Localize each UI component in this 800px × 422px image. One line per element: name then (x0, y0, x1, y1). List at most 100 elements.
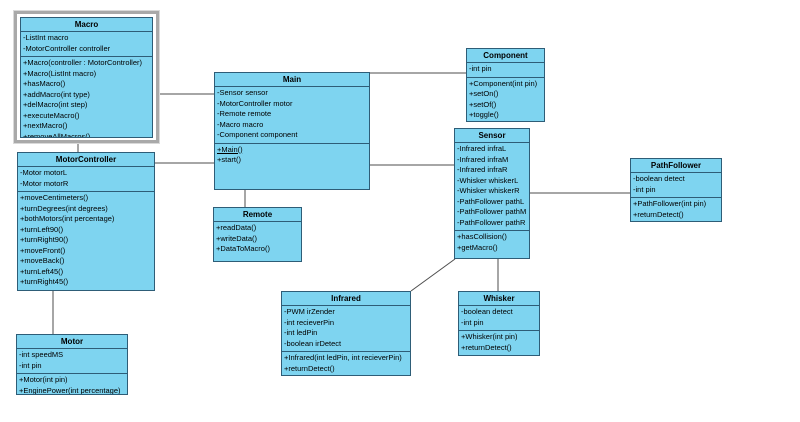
class-title: Whisker (483, 294, 515, 303)
member-row: +returnDetect() (284, 363, 335, 373)
member-row: +readData() (216, 223, 257, 232)
class-attributes: -int pin (467, 62, 544, 77)
member-row: -boolean detect (461, 307, 513, 316)
member-row: +moveCentimeters() (20, 193, 89, 202)
member-row: +turnRight90() (20, 235, 69, 244)
class-box-whisker[interactable]: Whisker -boolean detect-int pin +Whisker… (458, 291, 540, 356)
member-row: +toggle() (469, 110, 499, 119)
class-title: Component (483, 51, 528, 60)
member-row: +getMacro() (457, 242, 498, 252)
class-box-motorcontroller[interactable]: MotorController -Motor motorL-Motor moto… (17, 152, 155, 291)
class-box-pathfollower[interactable]: PathFollower -boolean detect-int pin +Pa… (630, 158, 722, 222)
member-row: +PathFollower(int pin) (633, 199, 707, 208)
member-row: +moveBack() (20, 256, 65, 265)
member-row: -int pin (633, 184, 656, 194)
member-row: -PWM irZender (284, 307, 335, 316)
class-box-component[interactable]: Component -int pin +Component(int pin)+s… (466, 48, 545, 122)
member-row: +writeData() (216, 233, 258, 243)
member-row: +Motor(int pin) (19, 375, 68, 384)
member-row: +returnDetect() (633, 209, 684, 219)
member-row: +nextMacro() (23, 121, 68, 130)
class-box-sensor[interactable]: Sensor -Infrared infraL-Infrared infraM-… (454, 128, 530, 259)
class-attributes: -PWM irZender-int recieverPin-int ledPin… (282, 305, 410, 351)
class-title: Motor (60, 337, 84, 346)
class-methods: +Macro(controller : MotorController)+Mac… (21, 56, 152, 137)
class-attributes: -Infrared infraL-Infrared infraM-Infrare… (455, 142, 529, 230)
member-row: +turnLeft90() (20, 224, 64, 234)
class-title: Macro (74, 20, 99, 29)
member-row: +moveFront() (20, 245, 66, 255)
member-row: -Sensor sensor (217, 88, 268, 97)
member-row: +turnRight45() (20, 277, 69, 286)
member-row: -Component component (217, 130, 298, 139)
member-row: -PathFollower pathM (457, 207, 527, 216)
class-attributes: -ListInt macro-MotorController controlle… (21, 31, 152, 56)
class-methods: +Component(int pin)+setOn()+setOf()+togg… (467, 76, 544, 122)
member-row: +turnLeft45() (20, 266, 64, 276)
member-row: +start() (217, 155, 241, 164)
member-row: +Macro(controller : MotorController) (23, 58, 142, 67)
member-row: +addMacro(int type) (23, 89, 90, 99)
member-row: -int recieverPin (284, 317, 335, 327)
member-row: -int ledPin (284, 328, 318, 337)
member-row: -PathFollower pathR (457, 217, 526, 227)
class-title: Sensor (478, 131, 506, 140)
member-row: -ListInt macro (23, 33, 69, 42)
member-row: +Whisker(int pin) (461, 332, 518, 341)
class-methods: +moveCentimeters()+turnDegrees(int degre… (18, 191, 154, 290)
member-row: +delMacro(int step) (23, 100, 88, 109)
member-row: +Component(int pin) (469, 78, 538, 88)
member-row: -Whisker whiskerL (457, 175, 519, 185)
member-row: -int pin (19, 360, 42, 370)
class-methods: +Main()+start() (215, 142, 369, 168)
member-row: +returnDetect() (461, 342, 512, 352)
member-row: +setOn() (469, 89, 499, 98)
member-row: -Motor motorR (20, 178, 69, 188)
class-title: MotorController (55, 155, 117, 164)
class-title: PathFollower (650, 161, 702, 170)
class-methods: +Infrared(int ledPin, int recieverPin)+r… (282, 351, 410, 375)
class-attributes: -boolean detect-int pin (459, 305, 539, 330)
class-methods: +Motor(int pin)+EnginePower(int percenta… (17, 373, 127, 395)
member-row: -Infrared infraM (457, 154, 509, 164)
class-attributes: -Motor motorL-Motor motorR (18, 166, 154, 191)
member-row: -Remote remote (217, 109, 272, 118)
member-row: +EnginePower(int percentage) (19, 385, 121, 395)
class-box-remote[interactable]: Remote +readData()+writeData()+DataToMac… (213, 207, 302, 262)
class-methods: +hasCollision()+getMacro() (455, 230, 529, 255)
member-row: +hasMacro() (23, 79, 66, 88)
member-row: -int speedMS (19, 350, 64, 359)
member-row: +Macro(ListInt macro) (23, 68, 97, 78)
class-box-infrared[interactable]: Infrared -PWM irZender-int recieverPin-i… (281, 291, 411, 376)
member-row: -int pin (469, 64, 492, 73)
member-row: -boolean detect (633, 174, 685, 183)
member-row: +Infrared(int ledPin, int recieverPin) (284, 353, 402, 362)
member-row: -int pin (461, 317, 484, 327)
connector-sensor-infrared[interactable] (410, 258, 456, 292)
member-row: -MotorController motor (217, 98, 293, 108)
class-box-macro[interactable]: Macro -ListInt macro-MotorController con… (20, 17, 153, 138)
member-row: +bothMotors(int percentage) (20, 214, 115, 223)
class-attributes: -Sensor sensor-MotorController motor-Rem… (215, 86, 369, 143)
class-methods: +Whisker(int pin)+returnDetect() (459, 330, 539, 355)
member-row: -MotorController controller (23, 43, 111, 53)
class-box-main[interactable]: Main -Sensor sensor-MotorController moto… (214, 72, 370, 190)
class-title: Remote (242, 210, 273, 219)
member-row: -Whisker whiskerR (457, 186, 520, 195)
member-row: +turnDegrees(int degrees) (20, 203, 108, 213)
member-row: +Main() (217, 144, 243, 154)
member-row: -PathFollower pathL (457, 196, 525, 206)
class-attributes: -int speedMS-int pin (17, 348, 127, 373)
selection-frame (13, 10, 160, 144)
member-row: -Motor motorL (20, 168, 68, 177)
member-row: +executeMacro() (23, 110, 80, 120)
member-row: +DataToMacro() (216, 244, 270, 253)
class-title: Main (282, 75, 302, 84)
member-row: -Infrared infraL (457, 144, 507, 153)
member-row: +hasCollision() (457, 232, 507, 241)
class-box-motor[interactable]: Motor -int speedMS-int pin +Motor(int pi… (16, 334, 128, 395)
member-row: -Infrared infraR (457, 165, 508, 174)
member-row: +setOf() (469, 99, 497, 109)
